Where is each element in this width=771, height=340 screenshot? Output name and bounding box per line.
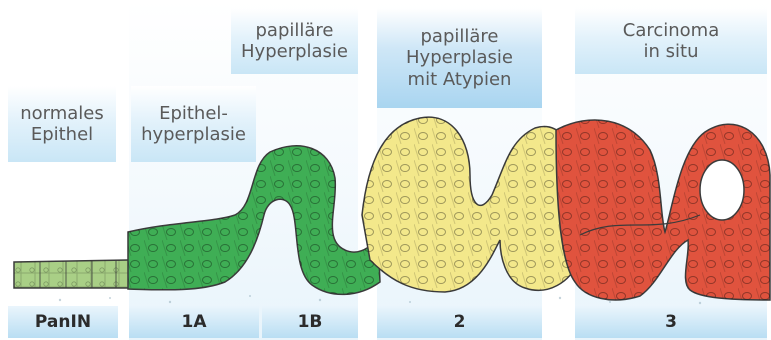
normal-epithelium [14,260,130,288]
carcinoma-epithelium [556,120,770,300]
stage-code-1a: 1A [129,306,259,338]
stage-code-1b: 1B [262,306,358,338]
hyperplasia-epithelium [128,146,380,295]
stage-code-panin: PanIN [8,306,118,338]
stage-code-2: 2 [377,306,542,338]
atypia-epithelium [362,117,578,292]
stage-code-3: 3 [575,306,767,338]
